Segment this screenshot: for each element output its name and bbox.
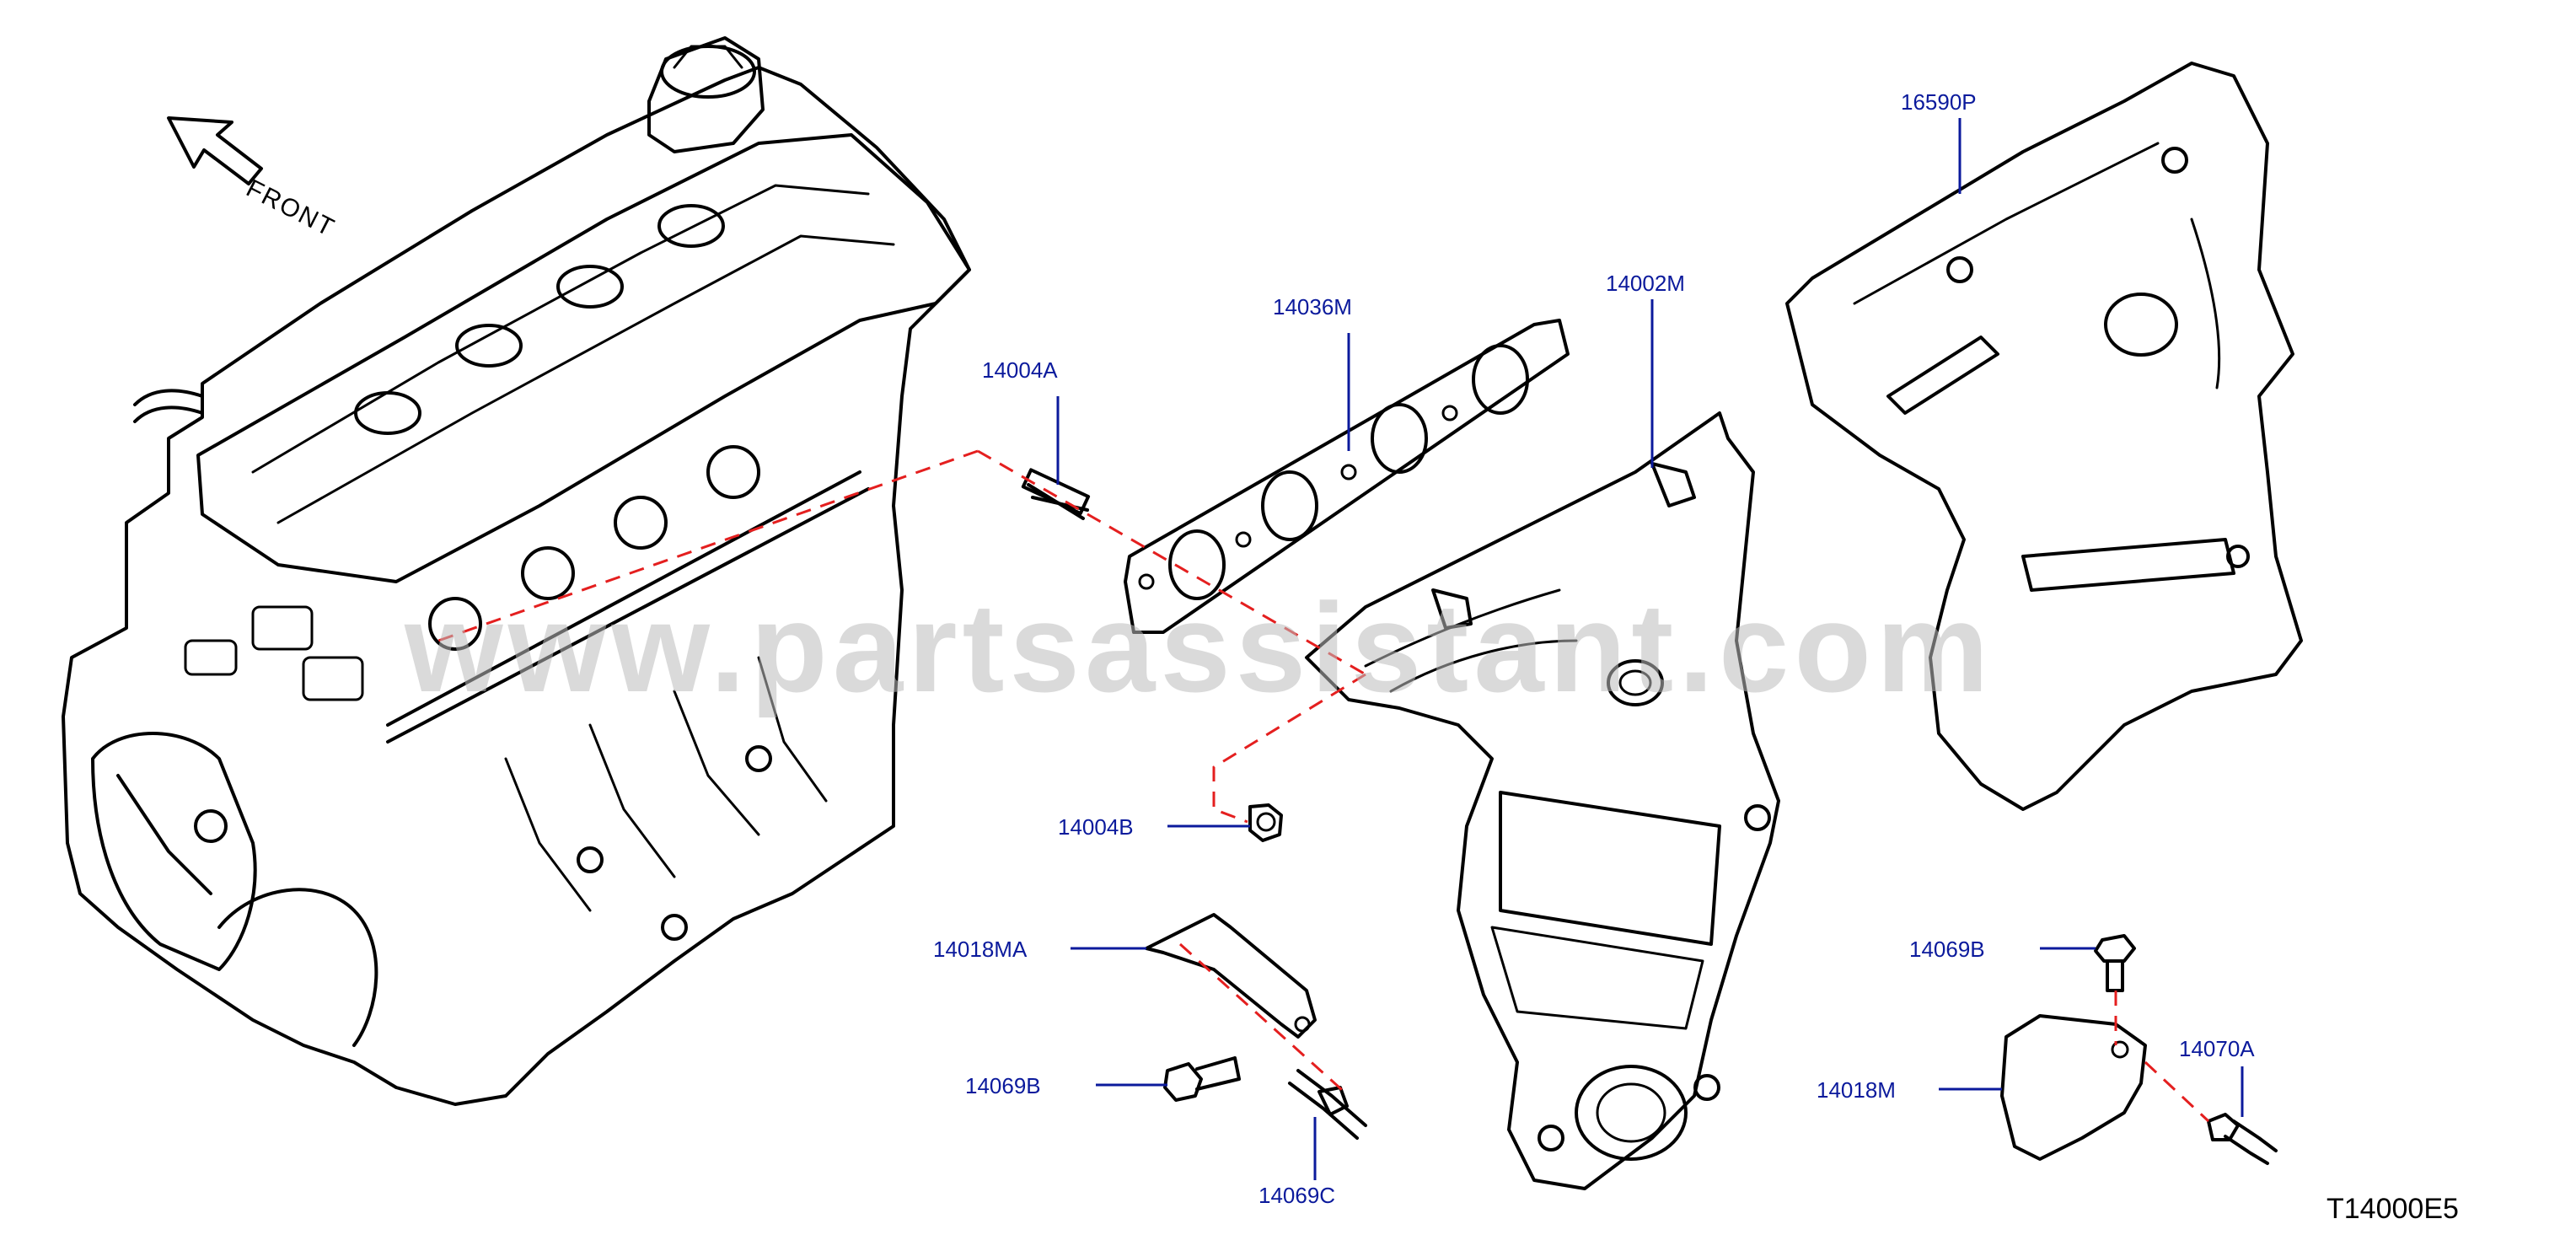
callout-14069b-left: 14069B [965, 1073, 1041, 1098]
stud-14004a [1021, 468, 1091, 520]
manifold-gasket-14036m [1124, 319, 1570, 634]
stud-14069c [1288, 1069, 1367, 1140]
front-label: FRONT [242, 174, 340, 243]
callout-14004a: 14004A [982, 357, 1058, 383]
engine-block-illustration [62, 36, 971, 1106]
callout-14070a: 14070A [2179, 1036, 2255, 1061]
bolt-14069b-right [2094, 934, 2136, 992]
callout-14069c: 14069C [1258, 1183, 1335, 1208]
callout-14036m: 14036M [1273, 294, 1352, 319]
watermark-text: www.partsassistant.com [404, 577, 1994, 718]
assembly-alignment-lines [437, 449, 2210, 1123]
callout-14004b: 14004B [1058, 814, 1134, 840]
callout-16590p: 16590P [1901, 89, 1977, 115]
bracket-14018ma [1145, 913, 1317, 1039]
callout-14069b-right: 14069B [1909, 937, 1985, 962]
callout-14018m: 14018M [1817, 1077, 1896, 1103]
callout-leaders [1056, 118, 2244, 1180]
callout-labels: 14004A 14036M 14002M 16590P 14004B 14018… [933, 89, 2255, 1208]
heat-shield-16590p [1785, 62, 2303, 811]
exhaust-manifold-14002m [1305, 411, 1780, 1190]
figure-reference-code: T14000E5 [2326, 1193, 2459, 1225]
nut-14004b [1248, 803, 1283, 842]
bolt-14069b-left [1163, 1056, 1241, 1102]
bracket-14018m [2000, 1014, 2147, 1161]
stud-14070a [2207, 1113, 2278, 1165]
arrow-up-left-icon [167, 116, 263, 185]
callout-14002m: 14002M [1606, 271, 1685, 296]
callout-14018ma: 14018MA [933, 937, 1028, 962]
front-direction-indicator: FRONT [167, 116, 340, 243]
